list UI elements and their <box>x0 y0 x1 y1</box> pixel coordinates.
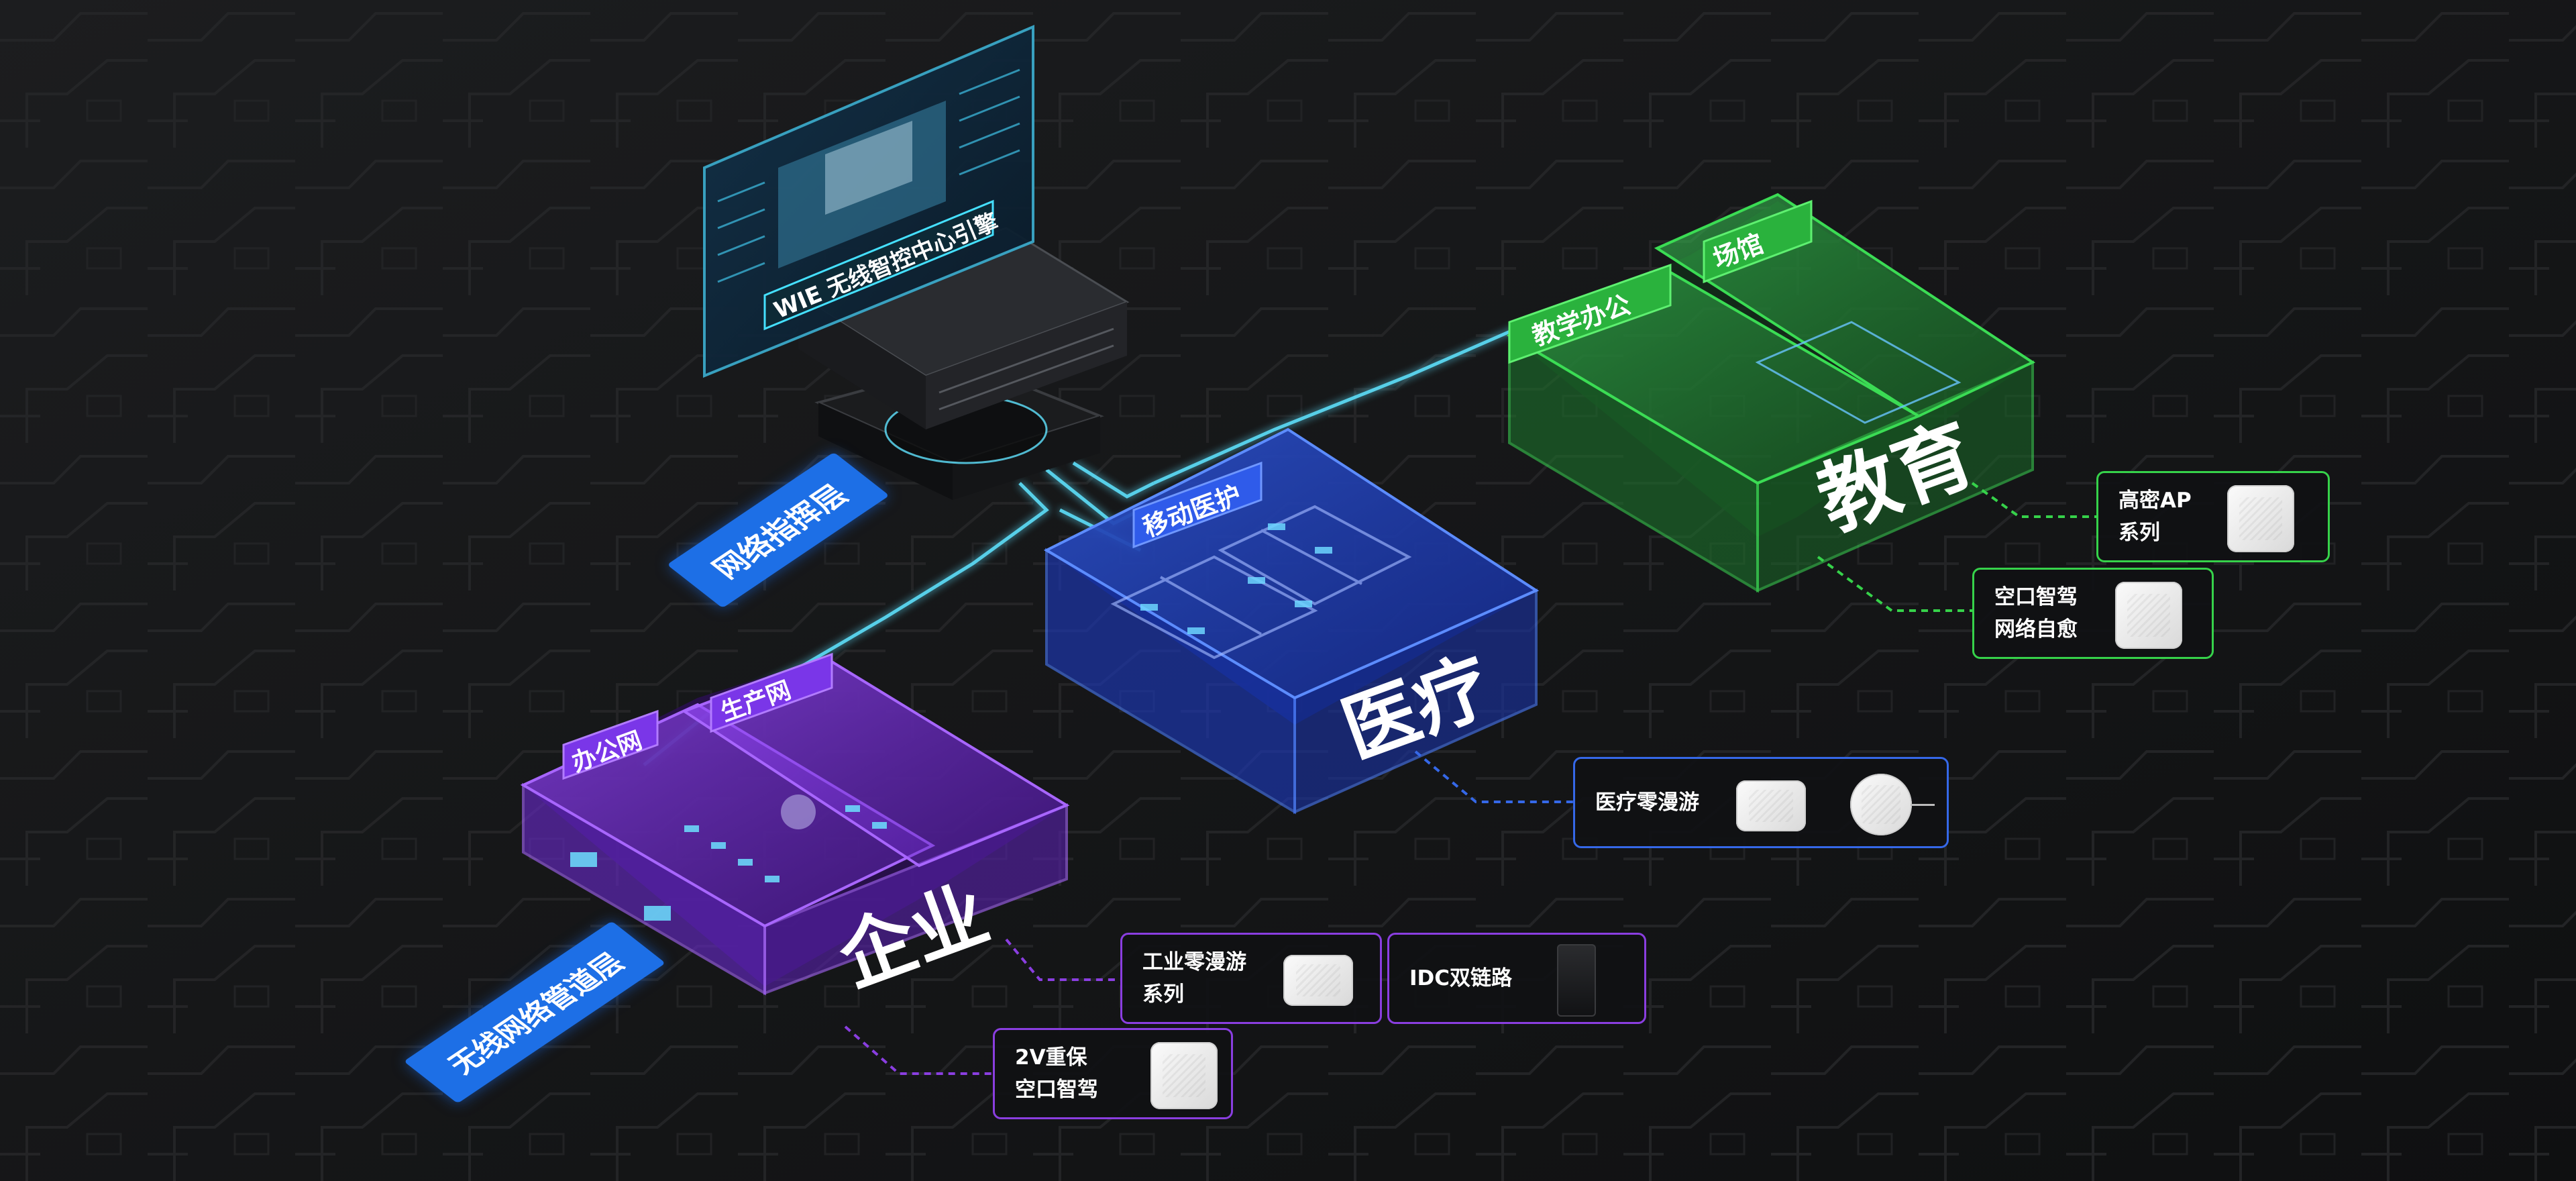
callout-industrial-zero-roaming: 工业零漫游 系列 <box>1120 933 1382 1024</box>
callout-high-density-ap: 高密AP 系列 <box>2096 471 2330 562</box>
callout-industrial-line1: 工业零漫游 <box>1142 950 1246 974</box>
callout-high-density-ap-line2: 系列 <box>2118 521 2160 545</box>
ap-square-icon <box>1283 955 1353 1006</box>
callout-air-autopilot-selfheal: 空口智驾 网络自愈 <box>1972 568 2214 659</box>
callout-air-autopilot-line1: 空口智驾 <box>1994 585 2078 609</box>
ap-square-icon <box>1736 780 1806 831</box>
callout-air-autopilot-line2: 网络自愈 <box>1994 617 2078 641</box>
switch-dark-icon <box>1557 944 1596 1017</box>
ap-round-icon <box>1850 774 1912 835</box>
ap-square-icon <box>2115 582 2182 649</box>
ap-square-icon <box>2227 485 2294 552</box>
ap-square-icon <box>1150 1042 1218 1109</box>
ap-round-icon-cable <box>1911 804 1935 806</box>
education-zone: 教学办公 场馆 教育 <box>1506 193 2036 593</box>
callout-idc-dual-link: IDC双链路 <box>1387 933 1646 1024</box>
control-center-server <box>796 227 1130 500</box>
callout-medical-zero-roaming: 医疗零漫游 <box>1573 757 1949 848</box>
callout-medical-zero-roaming-line1: 医疗零漫游 <box>1595 790 1699 815</box>
callout-2v-line2: 空口智驾 <box>1015 1078 1098 1102</box>
callout-2v-protection: 2V重保 空口智驾 <box>993 1028 1233 1119</box>
callout-industrial-line2: 系列 <box>1142 982 1184 1007</box>
medical-zone: 移动医护 医疗 <box>1043 427 1540 815</box>
callout-leaders <box>844 482 2096 1075</box>
callout-2v-line1: 2V重保 <box>1015 1045 1087 1070</box>
callout-high-density-ap-line1: 高密AP <box>2118 489 2192 513</box>
callout-idc-line1: IDC双链路 <box>1409 966 1513 990</box>
